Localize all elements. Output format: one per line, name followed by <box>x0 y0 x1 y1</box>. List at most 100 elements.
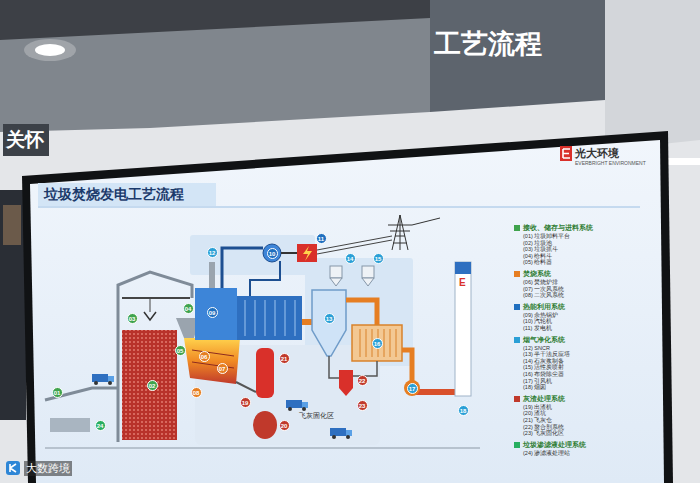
legend-swatch <box>514 225 520 231</box>
fly-ash-cone <box>339 388 353 396</box>
diagram-title: 垃圾焚烧发电工艺流程 <box>44 186 184 202</box>
filter-bags <box>360 329 396 357</box>
callout-number: 09 <box>207 307 218 318</box>
callout-number: 10 <box>267 248 278 259</box>
callout-number: 03 <box>127 313 138 324</box>
lime-silo-cone <box>330 278 342 286</box>
carbon-silo-cone <box>362 278 374 286</box>
legend-text: 烟气净化系统 <box>523 336 565 343</box>
callout-number: 22 <box>357 375 368 386</box>
legend-subitem: (16) 布袋除尘器 <box>523 371 564 377</box>
leachate-plant <box>50 418 90 432</box>
callout-number: 17 <box>407 383 418 394</box>
ash-line <box>353 361 377 376</box>
legend-subitem: (11) 发电机 <box>523 325 552 331</box>
callout-number: 23 <box>357 400 368 411</box>
callout-number: 21 <box>279 353 290 364</box>
title-band <box>38 183 216 206</box>
furnace <box>184 338 240 384</box>
legend-subitem: (05) 给料器 <box>523 259 552 265</box>
sign-text: 工艺流程 <box>434 26 544 62</box>
flue-duct <box>346 300 377 325</box>
slag-conveyor <box>236 382 256 392</box>
legend-swatch <box>514 442 520 448</box>
callout-number: 19 <box>240 397 251 408</box>
legend-subitem: (02) 垃圾池 <box>523 240 552 246</box>
truck <box>286 400 308 411</box>
watermark: 大数跨境 <box>24 461 72 476</box>
legend-swatch <box>514 271 520 277</box>
shaft <box>281 252 297 254</box>
ash-line <box>329 356 339 378</box>
building-outline <box>118 272 192 442</box>
ceiling-lamp <box>35 44 65 56</box>
power-wire <box>317 236 392 254</box>
legend-subitem: (13) 半干法反应塔 <box>523 351 570 357</box>
legend-subitem: (22) 螯合剂系统 <box>523 424 564 430</box>
sign-panel <box>430 0 605 112</box>
screen-bezel <box>22 131 673 483</box>
turbine <box>263 244 281 262</box>
legend-text: 灰渣处理系统 <box>523 395 565 402</box>
slag-pit <box>253 411 277 439</box>
legend-swatch <box>514 396 520 402</box>
callout-number: 05 <box>175 345 186 356</box>
lamp-glow <box>24 39 76 61</box>
waste-pit <box>122 330 177 440</box>
stack-top <box>455 262 471 274</box>
callout-number: 16 <box>372 338 383 349</box>
legend-subitem: (17) 引风机 <box>523 378 552 384</box>
brand-name-en: EVERBRIGHT ENVIRONMENT <box>575 161 646 167</box>
ceiling <box>0 0 430 40</box>
lime-silo <box>330 266 342 278</box>
legend-subitem: (10) 汽轮机 <box>523 318 552 324</box>
truck <box>92 374 114 385</box>
legend-swatch <box>514 304 520 310</box>
legend-text: 接收、储存与进料系统 <box>523 224 593 231</box>
side-screen <box>0 190 26 420</box>
area-label: 飞灰固化区 <box>297 411 336 420</box>
flue-duct <box>302 319 312 325</box>
legend-subitem: (04) 给料斗 <box>523 253 552 259</box>
legend-text: 垃圾渗滤液处理系统 <box>523 441 586 448</box>
carbon-silo <box>362 266 374 278</box>
callout-number: 13 <box>324 313 335 324</box>
crane-grab <box>144 312 156 320</box>
legend-subitem: (24) 渗滤液处理站 <box>523 450 570 456</box>
wall-sign: 工艺流程 <box>430 22 548 66</box>
brand-logo <box>560 146 572 161</box>
callout-number: 20 <box>279 420 290 431</box>
legend-subitem: (20) 渣坑 <box>523 410 546 416</box>
legend-subitem: (08) 二次风系统 <box>523 292 564 298</box>
callout-number: 02 <box>147 380 158 391</box>
stack-logo-letter: E <box>459 277 466 289</box>
crane-rail <box>122 297 190 299</box>
steam-pipe <box>222 248 263 288</box>
callout-number: 24 <box>95 420 106 431</box>
tube-lines <box>245 300 295 336</box>
boiler-drum <box>195 288 237 340</box>
brand-logo-mark <box>563 149 570 158</box>
wall-right <box>605 0 700 150</box>
legend-subitem: (15) 活性炭喷射 <box>523 364 564 370</box>
callout-number: 12 <box>207 247 218 258</box>
callout-number: 15 <box>373 253 384 264</box>
transmission-tower <box>388 215 440 250</box>
legend-subitem: (12) SNCR <box>523 345 550 351</box>
legend-text: 热能利用系统 <box>523 303 565 310</box>
drum-vent <box>209 262 215 288</box>
callout-number: 18 <box>458 405 469 416</box>
boiler-tubes <box>237 296 302 340</box>
fly-ash-silo <box>339 370 353 388</box>
ground-line <box>45 447 480 449</box>
callout-number: 14 <box>345 253 356 264</box>
legend-subitem: (14) 石灰浆制备 <box>523 358 564 364</box>
grate <box>192 350 234 368</box>
generator <box>297 244 317 262</box>
legend-subitem: (07) 一次风系统 <box>523 286 564 292</box>
sign-text: 关怀 <box>6 127 46 153</box>
callout-number: 07 <box>217 363 228 374</box>
